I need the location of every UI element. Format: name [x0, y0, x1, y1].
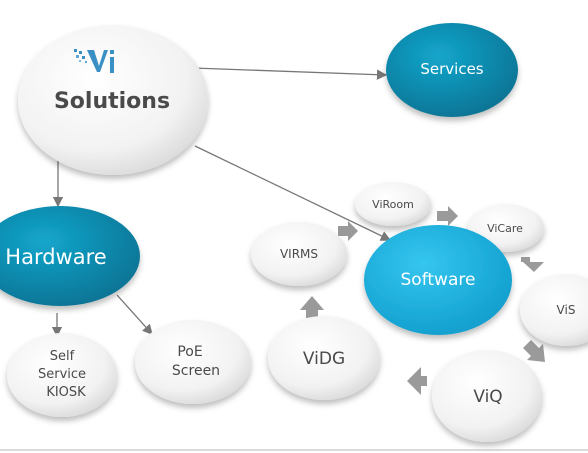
kiosk-label-line-3: KIOSK [46, 385, 86, 400]
services-node[interactable] [386, 23, 518, 117]
viq-label: ViQ [473, 387, 502, 407]
viroom-label: ViRoom [372, 198, 414, 211]
kiosk-label-line-2: Service [38, 367, 86, 382]
software-node[interactable] [364, 225, 512, 335]
viq-node[interactable] [432, 350, 542, 442]
poe-label-line-2: Screen [172, 363, 220, 379]
vi-logo [74, 49, 114, 73]
arrow-viroom-to-vicare [437, 206, 458, 226]
arrow-virms-to-viroom [338, 221, 358, 241]
vis-label: ViS [557, 303, 576, 317]
kiosk-label-line-1: Self [50, 349, 75, 364]
hardware-label: Hardware [5, 245, 106, 269]
virms-node[interactable] [251, 222, 347, 286]
vidg-node[interactable] [268, 316, 380, 400]
virms-label: VIRMS [280, 247, 318, 261]
solutions-node[interactable] [18, 25, 208, 175]
connector-hardware-poe [116, 294, 153, 335]
arrow-vis-to-viq [523, 340, 545, 362]
software-label: Software [401, 270, 476, 290]
vis-node[interactable] [520, 274, 588, 346]
poe-label-line-1: PoE [177, 344, 202, 360]
arrow-vicare-to-vis [521, 257, 544, 272]
arrow-vidg-to-virms [300, 296, 324, 318]
hardware-node[interactable] [0, 206, 140, 306]
arrow-viq-to-vidg [407, 367, 427, 395]
poe-screen-node[interactable] [135, 320, 251, 404]
solutions-label: Solutions [54, 89, 170, 114]
connector-solutions-software [194, 145, 392, 241]
connector-solutions-services [192, 67, 388, 80]
vidg-label: ViDG [303, 349, 345, 369]
services-label: Services [420, 60, 483, 78]
kiosk-node[interactable] [7, 333, 117, 417]
vicare-label: ViCare [487, 222, 523, 235]
viroom-node[interactable] [355, 182, 431, 226]
